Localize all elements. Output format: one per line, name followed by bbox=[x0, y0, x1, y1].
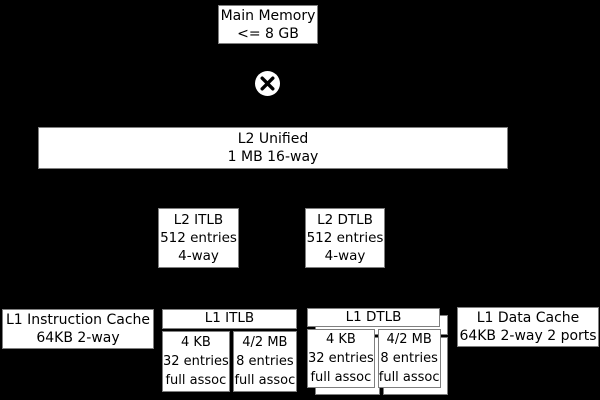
l2-dtlb-label: L2 DTLB bbox=[317, 212, 373, 228]
cell-page-size: 4/2 MB bbox=[242, 335, 288, 350]
l2-itlb-assoc: 4-way bbox=[178, 248, 219, 264]
cell-assoc: full assoc bbox=[310, 370, 372, 385]
l2-itlb-label: L2 ITLB bbox=[173, 212, 224, 228]
l1-dcache-label: L1 Data Cache bbox=[476, 310, 580, 326]
l2-itlb-box: L2 ITLB 512 entries 4-way bbox=[158, 208, 239, 268]
cell-page-size: 4 KB bbox=[325, 332, 356, 347]
cell-entries: 8 entries bbox=[236, 354, 294, 369]
l1-data-cache-box: L1 Data Cache 64KB 2-way 2 ports bbox=[457, 307, 599, 347]
l1-itlb-group: L1 ITLB 4 KB 32 entries full assoc 4/2 M… bbox=[162, 309, 297, 392]
crossbar-icon bbox=[255, 71, 280, 96]
l1-dtlb-group: L1 DTLB 4 KB 32 entries full assoc 4/2 M… bbox=[307, 308, 441, 388]
l1-dtlb-4-2mb-cell: 4/2 MB 8 entries full assoc bbox=[377, 329, 441, 388]
l2-itlb-entries: 512 entries bbox=[160, 230, 237, 246]
main-memory-box: Main Memory <= 8 GB bbox=[218, 5, 318, 44]
cell-entries: 32 entries bbox=[308, 351, 374, 366]
l2-dtlb-entries: 512 entries bbox=[306, 230, 384, 246]
l1-dtlb-cells: 4 KB 32 entries full assoc 4/2 MB 8 entr… bbox=[307, 329, 441, 388]
main-memory-size: <= 8 GB bbox=[237, 25, 299, 42]
l2-unified-size: 1 MB 16-way bbox=[227, 149, 319, 165]
l1-dtlb-title: L1 DTLB bbox=[307, 308, 440, 327]
l1-instruction-cache-box: L1 Instruction Cache 64KB 2-way bbox=[2, 309, 154, 349]
main-memory-label: Main Memory bbox=[220, 7, 316, 24]
l1-itlb-4-2mb-cell: 4/2 MB 8 entries full assoc bbox=[232, 331, 297, 392]
cell-entries: 8 entries bbox=[380, 351, 438, 366]
cell-assoc: full assoc bbox=[234, 373, 296, 388]
l1-icache-label: L1 Instruction Cache bbox=[5, 312, 151, 328]
l1-icache-size: 64KB 2-way bbox=[36, 330, 120, 346]
l1-itlb-cells: 4 KB 32 entries full assoc 4/2 MB 8 entr… bbox=[162, 331, 297, 392]
cell-assoc: full assoc bbox=[378, 370, 440, 385]
cell-page-size: 4/2 MB bbox=[386, 332, 432, 347]
l1-dtlb-4kb-cell: 4 KB 32 entries full assoc bbox=[307, 329, 375, 388]
l2-dtlb-box: L2 DTLB 512 entries 4-way bbox=[305, 208, 385, 268]
l2-unified-label: L2 Unified bbox=[237, 131, 309, 147]
cell-page-size: 4 KB bbox=[180, 335, 211, 350]
cell-assoc: full assoc bbox=[165, 373, 227, 388]
cell-entries: 32 entries bbox=[163, 354, 229, 369]
l1-dcache-size: 64KB 2-way 2 ports bbox=[459, 328, 597, 344]
l1-itlb-title: L1 ITLB bbox=[162, 309, 297, 329]
l2-dtlb-assoc: 4-way bbox=[324, 248, 366, 264]
l2-unified-cache-box: L2 Unified 1 MB 16-way bbox=[38, 127, 508, 169]
l1-itlb-4kb-cell: 4 KB 32 entries full assoc bbox=[162, 331, 230, 392]
